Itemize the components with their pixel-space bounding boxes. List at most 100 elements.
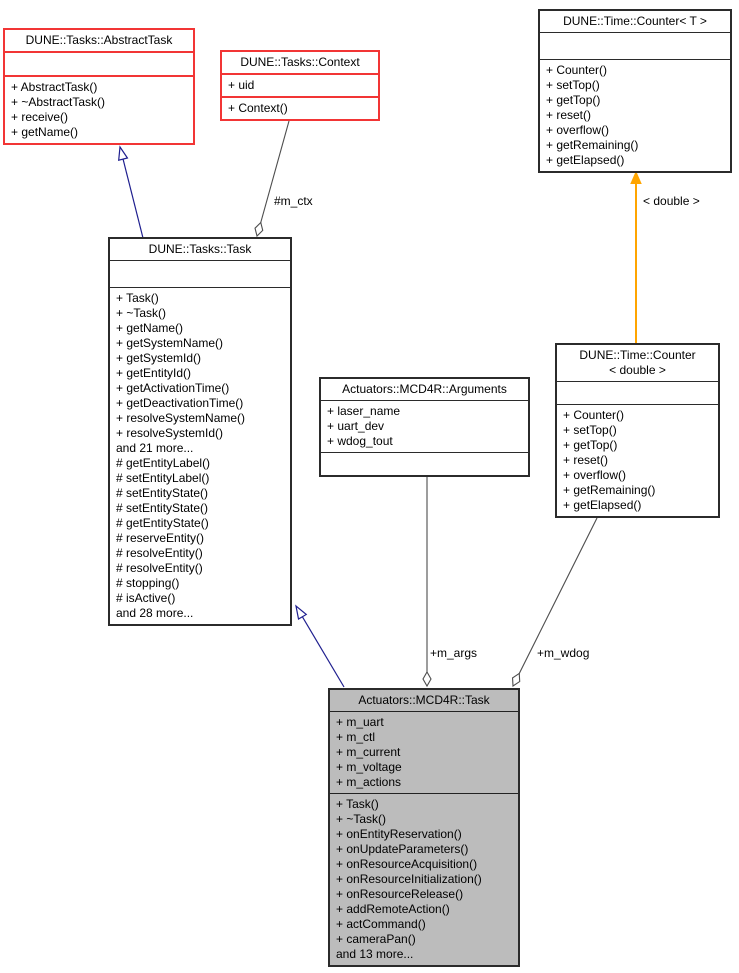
member-row: + cameraPan() (336, 932, 416, 946)
class-node-arguments[interactable]: Actuators::MCD4R::Arguments + laser_name… (319, 377, 530, 477)
member-row: + ~Task() (116, 306, 167, 320)
member-row: + resolveSystemName() (116, 411, 246, 425)
class-node-counter-t[interactable]: DUNE::Time::Counter< T > + Counter()+ se… (538, 9, 732, 173)
aggregation-edge-counterdouble-to-mcd4rtask (511, 517, 598, 687)
edge-label-template-double: < double > (643, 194, 700, 208)
member-row: + addRemoteAction() (336, 902, 450, 916)
member-row: + getDeactivationTime() (116, 396, 244, 410)
member-row: + onResourceInitialization() (336, 872, 482, 886)
member-row: + Task() (336, 797, 379, 811)
member-row: + Counter() (546, 63, 608, 77)
class-title: DUNE::Time::Counter < double > (557, 345, 718, 381)
edge-label-m-args: +m_args (430, 646, 478, 660)
methods-section: + AbstractTask()+ ~AbstractTask()+ recei… (5, 75, 193, 143)
member-row: + resolveSystemId() (116, 426, 224, 440)
class-title-line2: < double > (609, 363, 666, 377)
member-row: # reserveEntity() (116, 531, 205, 545)
member-row: # setEntityLabel() (116, 471, 210, 485)
member-row: + reset() (546, 108, 592, 122)
member-row: + wdog_tout (327, 434, 393, 448)
class-node-counter-double[interactable]: DUNE::Time::Counter < double > + Counter… (555, 343, 720, 518)
member-row: + setTop() (563, 423, 617, 437)
edge-label-m-wdog: +m_wdog (537, 646, 590, 660)
member-row: + m_ctl (336, 730, 376, 744)
inheritance-edge-task-to-abstracttask (118, 145, 144, 239)
attributes-section-empty (5, 51, 193, 75)
member-row: + getElapsed() (563, 498, 642, 512)
member-row: + getEntityId() (116, 366, 192, 380)
methods-section-empty (321, 452, 528, 475)
member-row: + getName() (11, 125, 79, 139)
methods-section: + Task()+ ~Task()+ onEntityReservation()… (330, 793, 518, 965)
member-row: + onResourceRelease() (336, 887, 464, 901)
member-row: + uart_dev (327, 419, 385, 433)
member-row: # setEntityState() (116, 486, 209, 500)
attributes-section-empty (540, 32, 730, 59)
attributes-section: + laser_name+ uart_dev+ wdog_tout (321, 400, 528, 452)
member-row: + onEntityReservation() (336, 827, 462, 841)
methods-section: + Task()+ ~Task()+ getName()+ getSystemN… (110, 287, 290, 624)
methods-section: + Counter()+ setTop()+ getTop()+ reset()… (557, 404, 718, 516)
methods-section: + Context() (222, 96, 378, 119)
member-row: + uid (228, 78, 255, 92)
member-row: + overflow() (546, 123, 610, 137)
member-row: + getElapsed() (546, 153, 625, 167)
class-title: DUNE::Time::Counter< T > (563, 14, 707, 28)
member-row: # getEntityState() (116, 516, 209, 530)
member-row: + getSystemName() (116, 336, 224, 350)
member-row: + getTop() (563, 438, 618, 452)
member-row: + overflow() (563, 468, 627, 482)
member-row: + setTop() (546, 78, 600, 92)
member-row: # resolveEntity() (116, 561, 203, 575)
member-row: + m_voltage (336, 760, 402, 774)
member-row: # resolveEntity() (116, 546, 203, 560)
member-row: + m_current (336, 745, 401, 759)
attributes-section: + uid (222, 73, 378, 96)
inheritance-edge-mcd4rtask-to-task (295, 604, 345, 688)
member-row: + onResourceAcquisition() (336, 857, 478, 871)
class-title: Actuators::MCD4R::Arguments (342, 382, 507, 396)
class-title: Actuators::MCD4R::Task (358, 693, 490, 707)
class-title-line1: DUNE::Time::Counter (579, 348, 696, 362)
member-row: + getRemaining() (563, 483, 656, 497)
class-node-mcd4r-task[interactable]: Actuators::MCD4R::Task + m_uart+ m_ctl+ … (328, 688, 520, 967)
class-node-task[interactable]: DUNE::Tasks::Task + Task()+ ~Task()+ get… (108, 237, 292, 626)
member-row: # stopping() (116, 576, 180, 590)
class-title: DUNE::Tasks::Task (148, 242, 252, 256)
methods-section: + Counter()+ setTop()+ getTop()+ reset()… (540, 59, 730, 171)
member-row: + getSystemId() (116, 351, 202, 365)
member-row: and 13 more... (336, 947, 414, 961)
member-row: + m_actions (336, 775, 402, 789)
member-row: + ~AbstractTask() (11, 95, 106, 109)
member-row: + getActivationTime() (116, 381, 230, 395)
member-row: and 28 more... (116, 606, 194, 620)
member-row: + onUpdateParameters() (336, 842, 469, 856)
class-title: DUNE::Tasks::Context (240, 55, 360, 69)
aggregation-edge-context-to-task (254, 120, 290, 238)
member-row: + Counter() (563, 408, 625, 422)
member-row: # isActive() (116, 591, 176, 605)
member-row: + actCommand() (336, 917, 426, 931)
member-row: # setEntityState() (116, 501, 209, 515)
class-title: DUNE::Tasks::AbstractTask (25, 33, 173, 47)
class-node-context[interactable]: DUNE::Tasks::Context + uid + Context() (220, 50, 380, 121)
member-row: and 21 more... (116, 441, 194, 455)
class-node-abstract-task[interactable]: DUNE::Tasks::AbstractTask + AbstractTask… (3, 28, 195, 145)
member-row: + getTop() (546, 93, 601, 107)
member-row: + reset() (563, 453, 609, 467)
edge-label-m-ctx: #m_ctx (274, 194, 313, 208)
member-row: + Context() (228, 101, 288, 115)
attributes-section: + m_uart+ m_ctl+ m_current+ m_voltage+ m… (330, 711, 518, 793)
member-row: + getRemaining() (546, 138, 639, 152)
member-row: + m_uart (336, 715, 384, 729)
attributes-section-empty (110, 260, 290, 287)
member-row: + laser_name (327, 404, 401, 418)
attributes-section-empty (557, 381, 718, 404)
member-row: # getEntityLabel() (116, 456, 211, 470)
member-row: + ~Task() (336, 812, 387, 826)
member-row: + getName() (116, 321, 184, 335)
member-row: + receive() (11, 110, 69, 124)
member-row: + AbstractTask() (11, 80, 98, 94)
